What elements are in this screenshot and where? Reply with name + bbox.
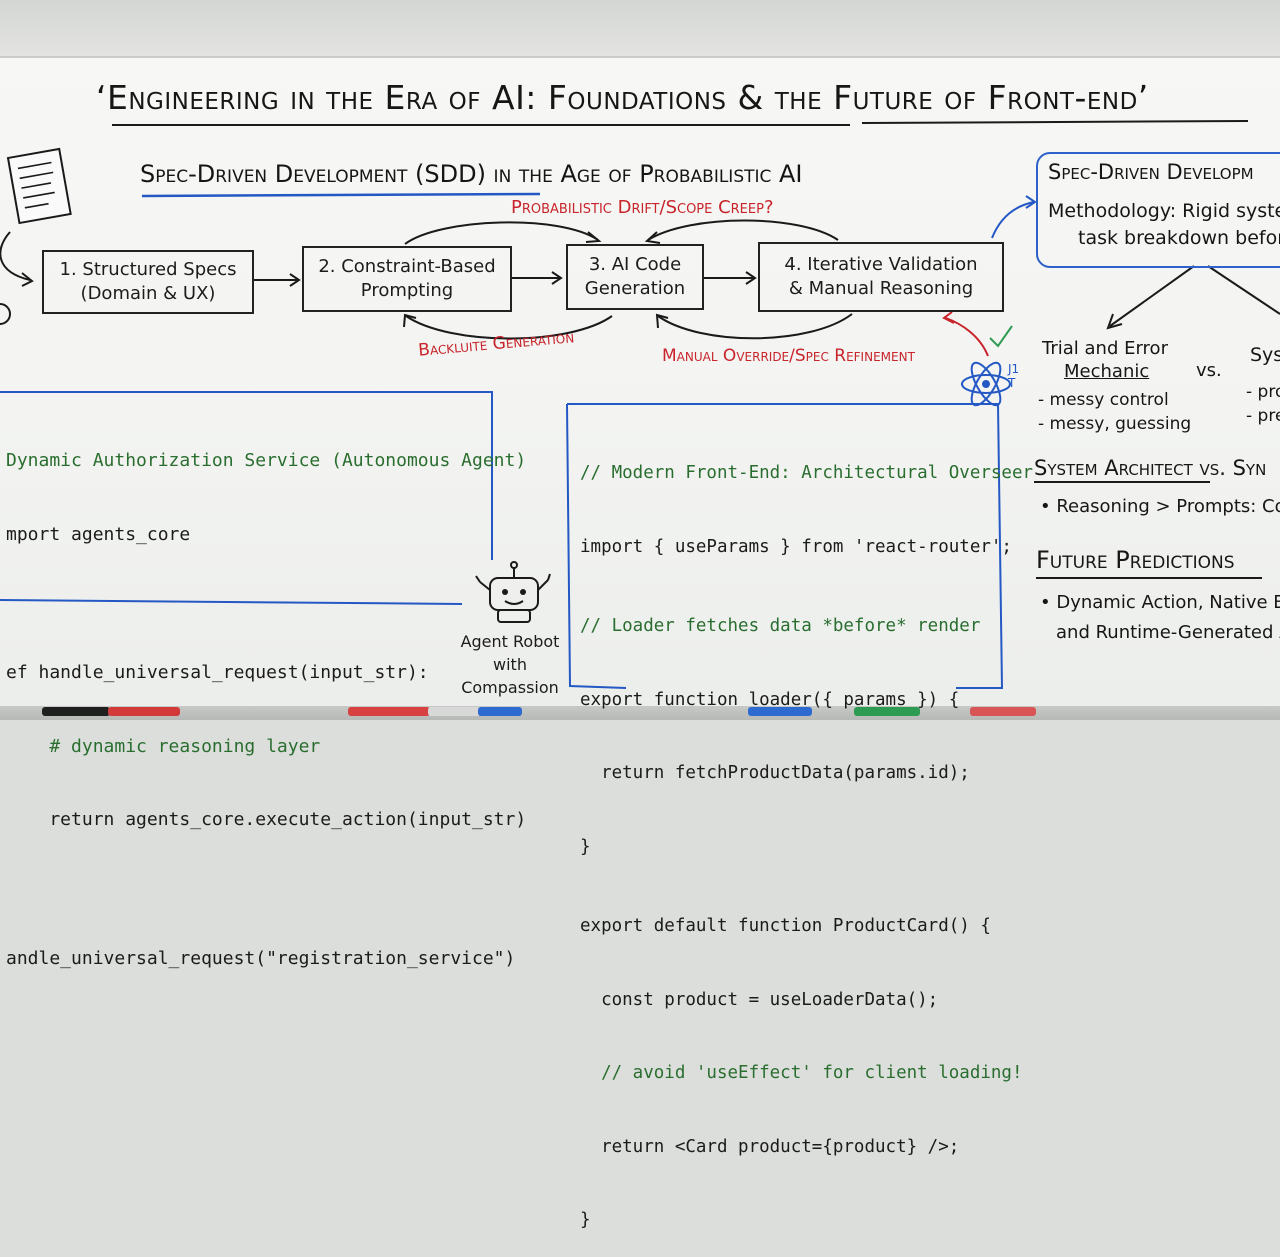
code-line: // Loader fetches data *before* render (580, 614, 1033, 639)
flow-step-label: 2. Constraint-Based Prompting (318, 255, 495, 303)
override-note: Manual Override/Spec Refinement (662, 346, 915, 366)
system-title: Sys (1250, 344, 1280, 366)
code-line: return <Card product={product} />; (580, 1135, 1033, 1160)
code-line: // avoid 'useEffect' for client loading! (580, 1061, 1033, 1086)
flow-step-3: 3. AI Code Generation (566, 244, 704, 310)
flow-step-4: 4. Iterative Validation & Manual Reasoni… (758, 242, 1004, 312)
flow-step-label: 3. AI Code Generation (585, 253, 685, 301)
code-line: mport agents_core (6, 523, 526, 548)
architect-heading: System Architect vs. Syn (1034, 456, 1266, 480)
flow-step-1: 1. Structured Specs (Domain & UX) (42, 250, 254, 314)
robot-caption-line: with Compassion (452, 653, 568, 699)
code-line: export function loader({ params }) { (580, 688, 1033, 713)
atom-note: J1 T (1008, 362, 1019, 390)
flow-step-2: 2. Constraint-Based Prompting (302, 246, 512, 312)
code-line: export default function ProductCard() { (580, 914, 1033, 939)
code-line: // Modern Front-End: Architectural Overs… (580, 461, 1033, 486)
trial-error-title: Trial and Error (1042, 338, 1168, 359)
code-line (6, 596, 526, 612)
code-line: return agents_core.execute_action(input_… (6, 808, 526, 833)
drift-note: Probabilistic Drift/Scope Creep? (511, 197, 774, 218)
sdd-panel-heading: Spec-Driven Developm (1048, 160, 1254, 184)
document-icon (8, 149, 71, 223)
trial-error-bullet: - messy control (1038, 390, 1169, 410)
code-line: } (580, 1208, 1033, 1233)
future-bullet: • Dynamic Action, Native Bir (1040, 592, 1280, 613)
architect-bullet: • Reasoning > Prompts: Cost of (1040, 496, 1280, 517)
flow-step-label: 4. Iterative Validation & Manual Reasoni… (784, 253, 977, 301)
flow-step-label: 1. Structured Specs (Domain & UX) (60, 258, 237, 306)
system-bullet: - pro (1246, 382, 1280, 402)
sdd-panel-line: task breakdown before (1078, 227, 1280, 249)
code-block-agent: Dynamic Authorization Service (Autonomou… (6, 400, 526, 996)
code-block-frontend: // Modern Front-End: Architectural Overs… (580, 412, 1033, 1257)
code-line: } (580, 835, 1033, 860)
future-heading: Future Predictions (1036, 546, 1235, 574)
code-line: const product = useLoaderData(); (580, 988, 1033, 1013)
code-line: Dynamic Authorization Service (Autonomou… (6, 449, 526, 474)
robot-caption-line: Agent Robot (452, 630, 568, 653)
future-bullet: and Runtime-Generated A (1056, 622, 1280, 643)
trial-error-bullet: - messy, guessing (1038, 414, 1191, 434)
code-line: andle_universal_request("registration_se… (6, 947, 526, 972)
code-line: import { useParams } from 'react-router'… (580, 535, 1033, 560)
atom-icon (962, 359, 1010, 410)
system-bullet: - pre (1246, 406, 1280, 426)
robot-caption: Agent Robot with Compassion (452, 630, 568, 699)
trial-error-title: Mechanic (1064, 361, 1149, 382)
sdd-panel-line: Methodology: Rigid syster (1048, 200, 1280, 222)
code-line (6, 882, 526, 898)
code-line: return fetchProductData(params.id); (580, 761, 1033, 786)
code-line: # dynamic reasoning layer (6, 735, 526, 760)
code-line: ef handle_universal_request(input_str): (6, 661, 526, 686)
versus-label: vs. (1196, 360, 1222, 381)
